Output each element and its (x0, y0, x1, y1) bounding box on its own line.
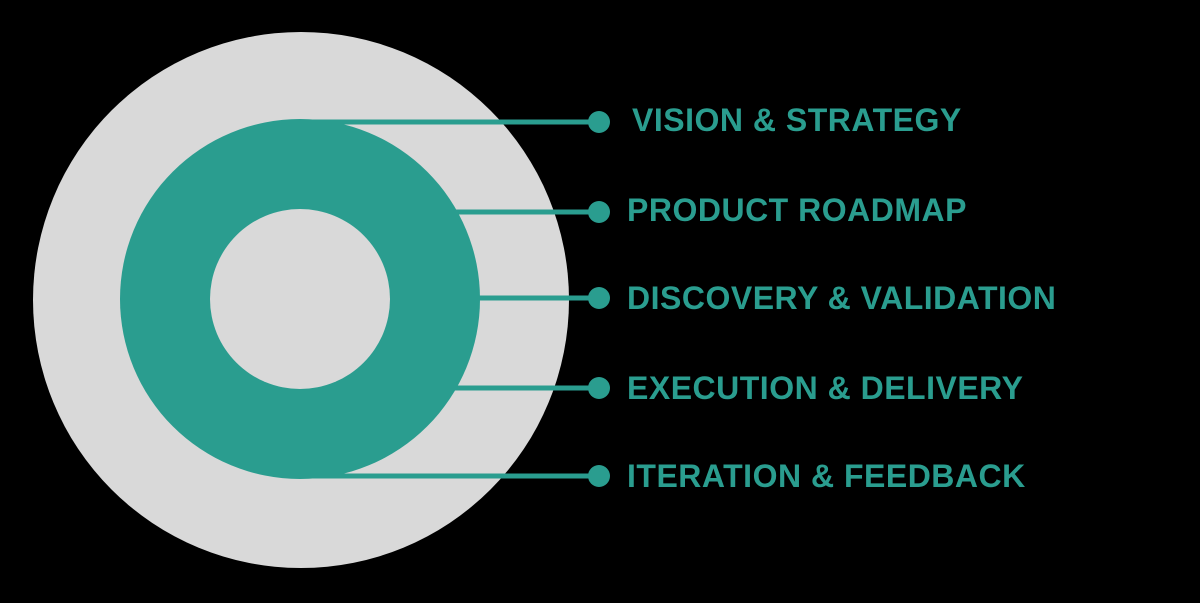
connector-dot-2 (588, 201, 610, 223)
connector-dot-5 (588, 465, 610, 487)
connector-dot-3 (588, 287, 610, 309)
label-discovery-validation: DISCOVERY & VALIDATION (627, 280, 1057, 316)
connector-dot-4 (588, 377, 610, 399)
connector-dot-1 (588, 111, 610, 133)
label-execution-delivery: EXECUTION & DELIVERY (627, 370, 1024, 406)
label-vision-strategy: VISION & STRATEGY (632, 102, 962, 138)
inner-circle (210, 209, 390, 389)
label-product-roadmap: PRODUCT ROADMAP (627, 192, 967, 228)
label-iteration-feedback: ITERATION & FEEDBACK (627, 458, 1026, 494)
